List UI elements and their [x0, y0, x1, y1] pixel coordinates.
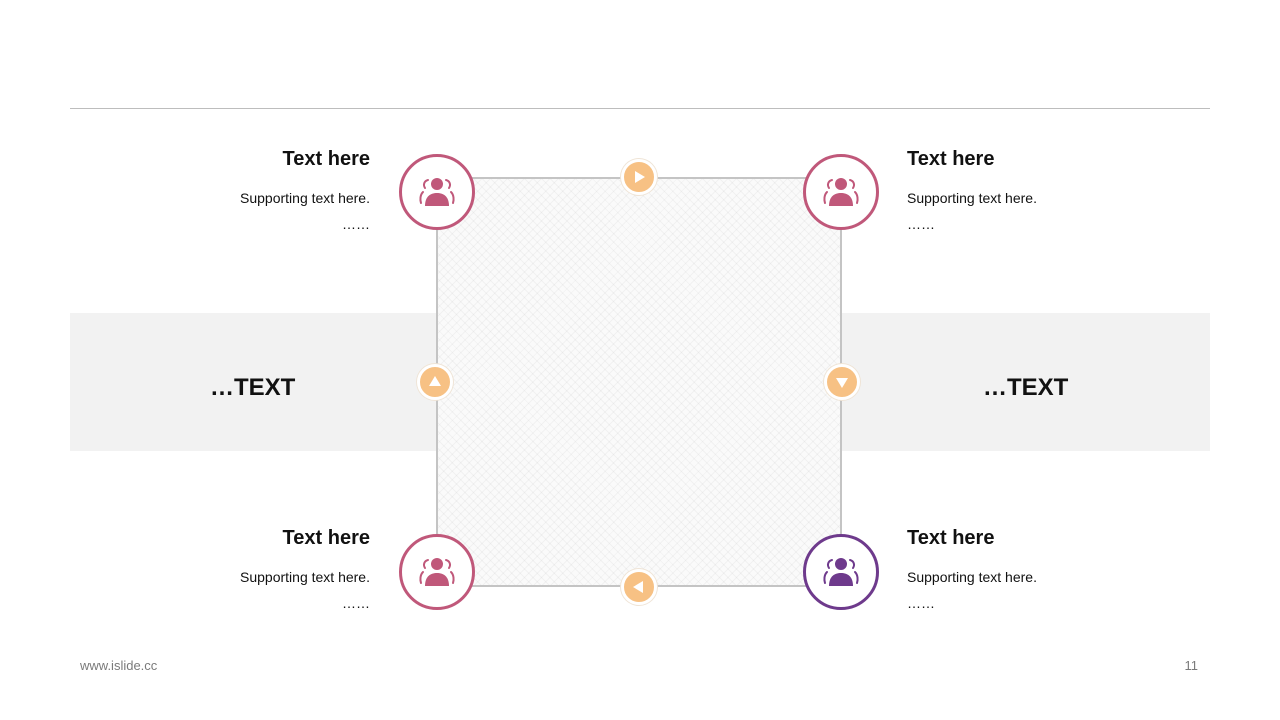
bottom-right-dots: …… — [907, 595, 935, 611]
users-icon — [419, 558, 455, 586]
node-top-left — [399, 154, 475, 230]
bottom-right-title: Text here — [907, 527, 995, 549]
page-number: 11 — [1184, 658, 1199, 673]
users-icon — [823, 558, 859, 586]
users-icon — [419, 178, 455, 206]
node-bottom-left — [399, 534, 475, 610]
top-right-title: Text here — [907, 148, 995, 170]
top-right-support: Supporting text here. — [907, 190, 1037, 206]
band-text-right: …TEXT — [983, 374, 1069, 401]
users-icon — [823, 178, 859, 206]
top-left-title: Text here — [282, 148, 370, 170]
top-right-dots: …… — [907, 216, 935, 232]
bottom-left-title: Text here — [282, 527, 370, 549]
cycle-square — [436, 177, 842, 587]
band-left — [70, 313, 436, 451]
arrow-up-icon — [417, 364, 453, 400]
band-right — [842, 313, 1210, 451]
footer-url[interactable]: www.islide.cc — [80, 658, 158, 673]
top-divider — [70, 108, 1210, 109]
arrow-right-icon — [621, 159, 657, 195]
top-left-support: Supporting text here. — [240, 190, 370, 206]
top-left-dots: …… — [342, 216, 370, 232]
arrow-down-icon — [824, 364, 860, 400]
arrow-left-icon — [621, 569, 657, 605]
node-bottom-right — [803, 534, 879, 610]
bottom-left-dots: …… — [342, 595, 370, 611]
band-text-left: …TEXT — [210, 374, 296, 401]
bottom-right-support: Supporting text here. — [907, 569, 1037, 585]
bottom-left-support: Supporting text here. — [240, 569, 370, 585]
node-top-right — [803, 154, 879, 230]
